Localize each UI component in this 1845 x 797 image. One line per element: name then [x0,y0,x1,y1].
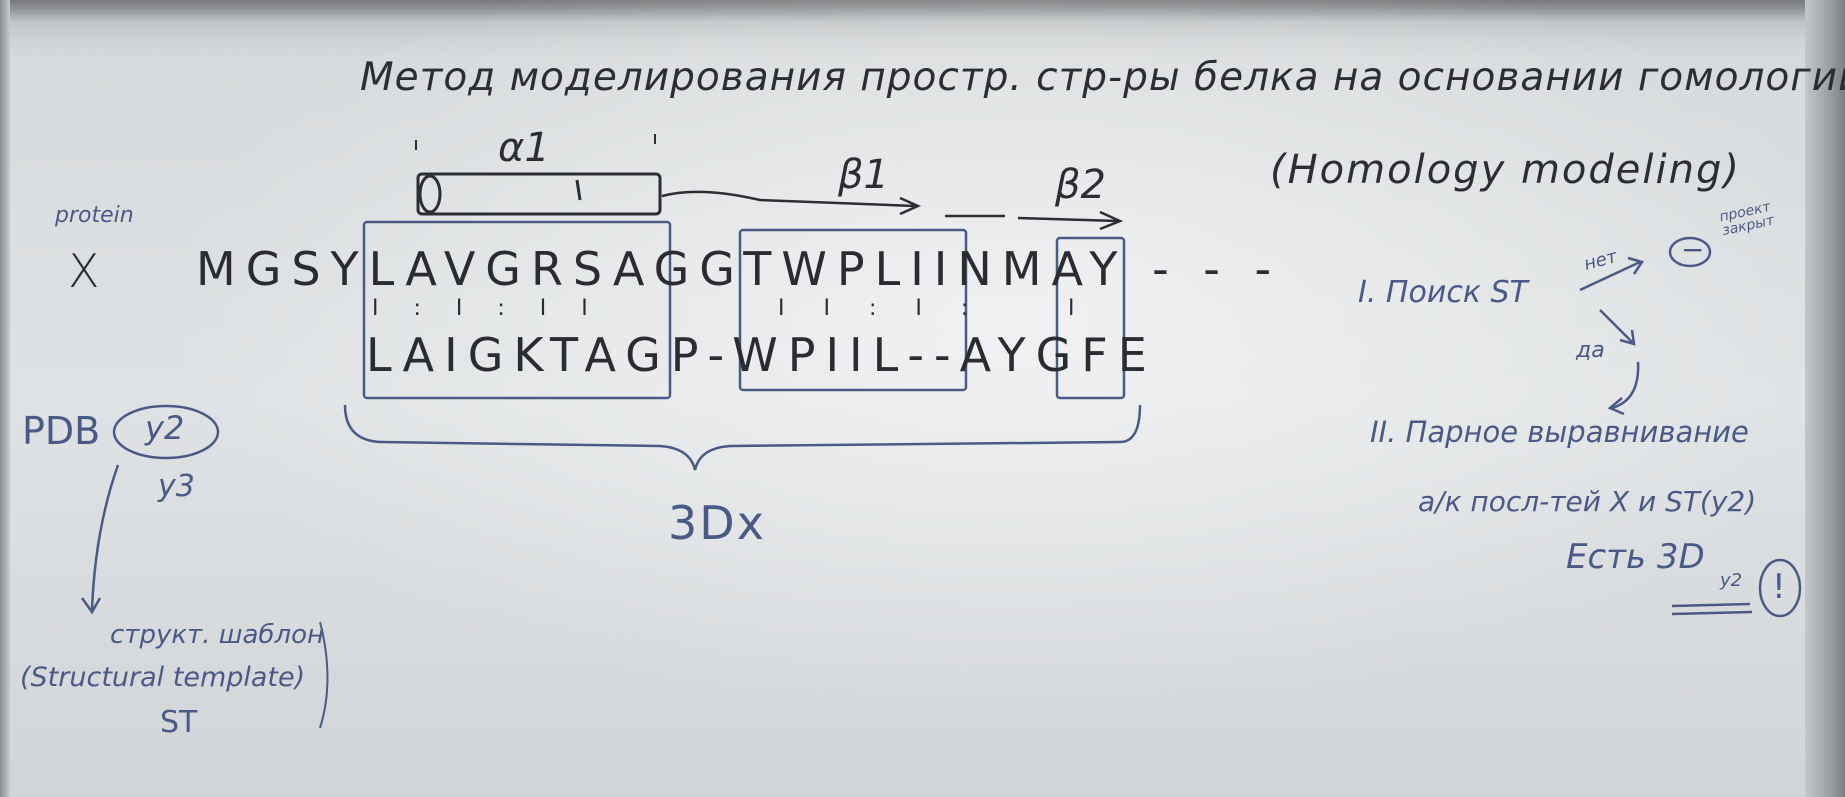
template-ru-label: структ. шаблон [110,620,324,650]
pdb-arrow [80,464,120,615]
model-brace [343,404,1142,471]
board-frame-right [1805,0,1845,797]
helix-cylinder [416,172,662,216]
closed-circle [1668,236,1712,268]
match-marks-3: I [1068,296,1083,321]
yes-label: да [1576,338,1605,363]
no-arrow [1579,260,1641,292]
alignment-box-1 [362,220,672,400]
beta1-label: β1 [838,152,889,198]
board-title: Метод моделирования простр. стр-ры белка… [360,55,1845,100]
step2-line1: II. Парное выравнивание [1370,415,1749,449]
step2-line2: а/к посл-тей X и ST(y2) [1418,485,1757,518]
beta1-arrow [661,190,922,216]
exclaim-mark: ! [1772,567,1786,607]
beta2-label: β2 [1055,162,1106,208]
alignment-box-2 [738,228,968,392]
step1-text: I. Поиск ST [1358,275,1528,310]
match-marks-1: I : I : I I [372,296,602,321]
y2-oval [112,404,220,460]
template-en-label: (Structural template) [20,662,306,693]
exclaim-circle [1758,558,1802,618]
exists-label: Есть 3D [1566,537,1705,577]
protein-label: protein [55,203,134,228]
minus-sign: − [1681,233,1705,266]
y2-label: y2 [145,409,185,447]
alignment-box-3 [1055,236,1126,400]
exists-subscript: y2 [1720,570,1743,591]
protein-name: X [68,244,100,298]
helix-label: α1 [498,125,550,171]
pdb-label: PDB [22,409,101,453]
query-sequence: MGSYLAVGRSAGGTWPLIINMAY - - - [196,242,1282,296]
yes-arrow [1599,309,1633,343]
board-subtitle: (Homology modeling) [1270,147,1741,193]
model-label: 3Dx [668,496,766,550]
template-abbr-label: ST [160,705,198,740]
board-frame-left [0,0,10,797]
match-marks-2: I I : I : [778,296,985,321]
y3-label: y3 [158,469,195,504]
beta2-arrow [945,210,1124,231]
template-sequence: LAIGKTAGP-WPIIL--AYGFE [366,328,1157,382]
